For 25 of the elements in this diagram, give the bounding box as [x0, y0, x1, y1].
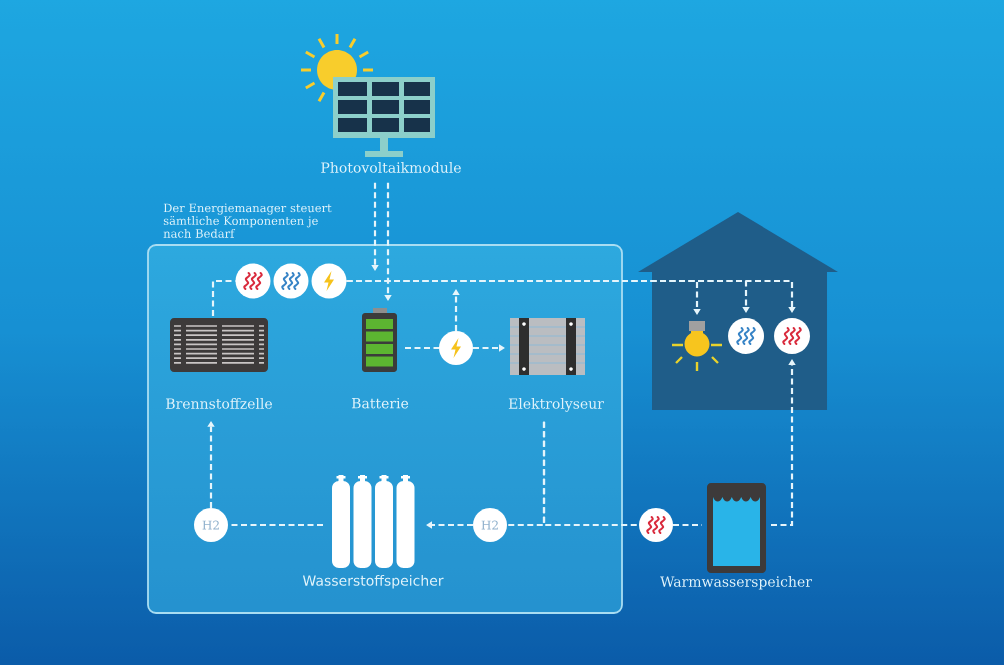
arrow: [384, 182, 392, 301]
heat-icon: [639, 508, 673, 542]
lightning-icon: [439, 331, 473, 365]
arrow: [371, 182, 379, 271]
arrow: [473, 344, 505, 352]
component-label: Batterie: [351, 398, 409, 409]
arrow: [452, 289, 460, 331]
component-label: Brennstoffzelle: [166, 398, 272, 409]
heat-icon: [728, 318, 764, 354]
connector-line: [405, 346, 439, 350]
lightning-icon: [311, 263, 347, 299]
arrow: [426, 521, 473, 529]
arrow: [771, 359, 796, 527]
component-label: Elektrolyseur: [508, 398, 604, 412]
house: [638, 212, 838, 410]
component-label: Wasserstoffspeicher: [302, 575, 444, 589]
heat-icon: [235, 263, 271, 299]
component-label: Photovoltaikmodule: [321, 162, 461, 173]
heading: Der Energiemanager steuert sämtliche Komponenten je nach Bedarf: [163, 203, 332, 238]
component-label: Warmwasserspeicher: [660, 576, 812, 590]
heat-icon: [774, 318, 810, 354]
light-bulb-icon: [670, 321, 724, 373]
connector-line: [542, 421, 639, 527]
connector-line: [211, 279, 236, 316]
heat-icon: [273, 263, 309, 299]
